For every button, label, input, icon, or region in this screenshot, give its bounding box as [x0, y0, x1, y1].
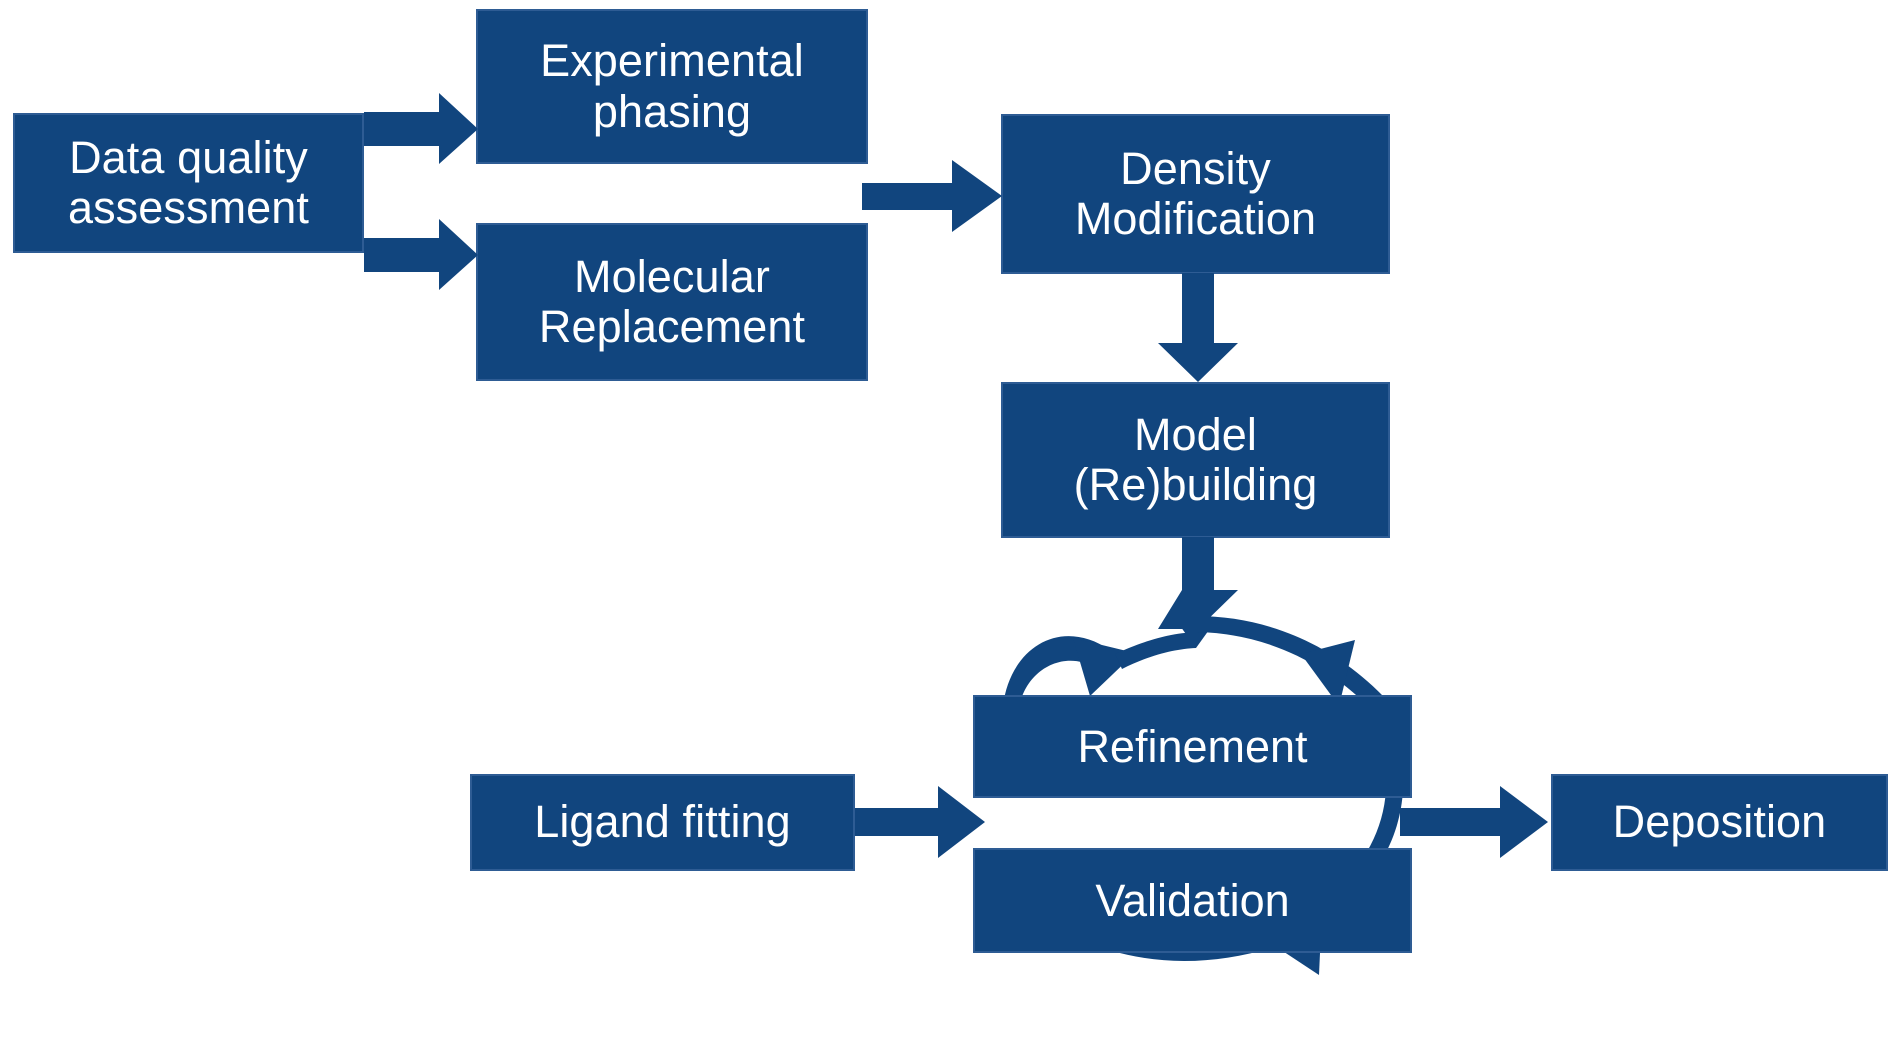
node-density-modification[interactable]: Density Modification — [1001, 114, 1390, 274]
node-experimental-phasing[interactable]: Experimental phasing — [476, 9, 868, 164]
arrow-density-modification-to-model-rebuilding — [1158, 273, 1238, 382]
node-data-quality-assessment[interactable]: Data quality assessment — [13, 113, 364, 253]
node-deposition[interactable]: Deposition — [1551, 774, 1888, 871]
arrow-model-rebuilding-to-refinement — [1158, 537, 1238, 629]
node-refinement[interactable]: Refinement — [973, 695, 1412, 798]
arrow-ligand-fitting-to-refinement — [855, 786, 985, 858]
arrow-dqa-to-molecular-replacement — [364, 219, 478, 290]
node-model-rebuilding[interactable]: Model (Re)building — [1001, 382, 1390, 538]
node-ligand-fitting[interactable]: Ligand fitting — [470, 774, 855, 871]
node-validation[interactable]: Validation — [973, 848, 1412, 953]
arrow-refinement-to-deposition — [1400, 786, 1548, 858]
node-molecular-replacement[interactable]: Molecular Replacement — [476, 223, 868, 381]
arrow-dqa-to-experimental-phasing — [364, 93, 478, 164]
arrow-phasing-to-density-modification — [862, 160, 1002, 232]
